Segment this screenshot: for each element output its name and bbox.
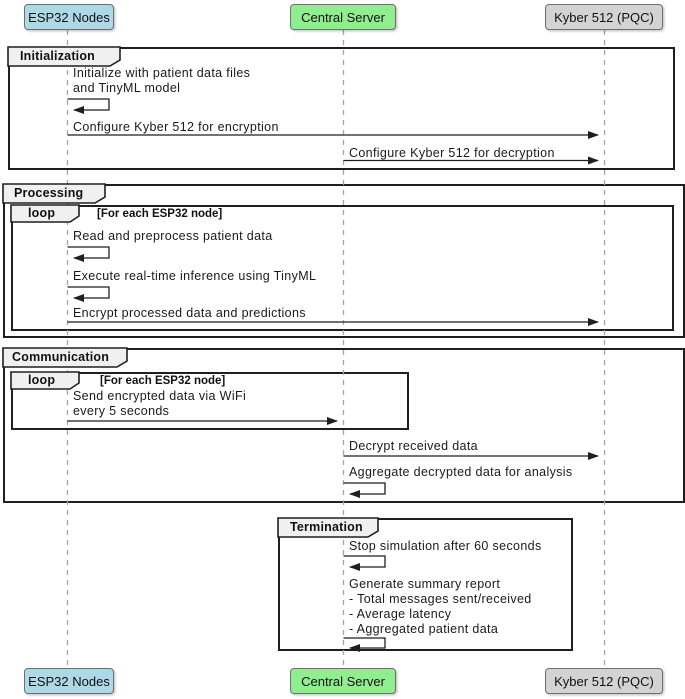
message-initialize-self: Initialize with patient data files and T… [73, 66, 251, 95]
actor-label: Central Server [301, 673, 385, 689]
actor-label: Kyber 512 (PQC) [554, 9, 654, 25]
message-stop-simulation: Stop simulation after 60 seconds [349, 539, 542, 553]
frame-label-initialization: Initialization [20, 49, 96, 63]
loop-guard-processing: [For each ESP32 node] [97, 208, 223, 220]
actor-label: ESP32 Nodes [28, 9, 110, 25]
message-encrypt-data: Encrypt processed data and predictions [73, 306, 306, 320]
actor-kyber-512-top: Kyber 512 (PQC) [545, 4, 663, 30]
loop-label-processing: loop [28, 206, 56, 220]
message-generate-report: Generate summary report - Total messages… [349, 577, 532, 636]
frame-termination [278, 518, 573, 651]
frame-communication-loop [11, 372, 409, 430]
frame-label-communication: Communication [12, 350, 110, 364]
message-read-preprocess: Read and preprocess patient data [73, 229, 273, 243]
actor-label: ESP32 Nodes [28, 673, 110, 689]
message-send-wifi: Send encrypted data via WiFi every 5 sec… [73, 389, 247, 418]
actor-esp32-nodes-bottom: ESP32 Nodes [24, 668, 114, 694]
frame-label-processing: Processing [14, 186, 84, 200]
message-execute-inference: Execute real-time inference using TinyML [73, 269, 317, 283]
message-decrypt-received: Decrypt received data [349, 439, 478, 453]
actor-esp32-nodes-top: ESP32 Nodes [24, 4, 114, 30]
frame-processing-loop [11, 205, 674, 331]
message-configure-encryption: Configure Kyber 512 for encryption [73, 120, 279, 134]
message-aggregate-data: Aggregate decrypted data for analysis [349, 465, 573, 479]
loop-label-communication: loop [28, 373, 56, 387]
actor-label: Kyber 512 (PQC) [554, 673, 654, 689]
actor-label: Central Server [301, 9, 385, 25]
actor-central-server-bottom: Central Server [290, 668, 396, 694]
actor-kyber-512-bottom: Kyber 512 (PQC) [545, 668, 663, 694]
message-configure-decryption: Configure Kyber 512 for decryption [349, 146, 555, 160]
actor-central-server-top: Central Server [290, 4, 396, 30]
loop-guard-communication: [For each ESP32 node] [100, 375, 226, 387]
frame-initialization [8, 47, 675, 170]
frame-label-termination: Termination [290, 520, 363, 534]
